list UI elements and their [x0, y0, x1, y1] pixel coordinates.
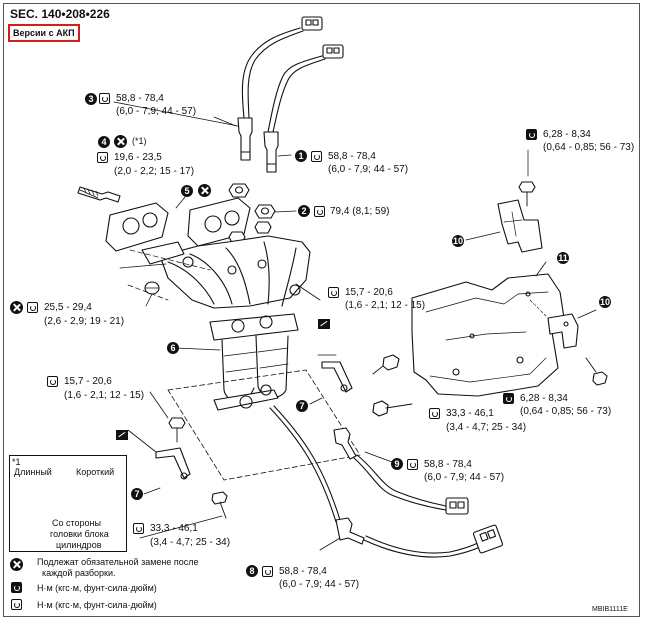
torque-sensor-9-units: (6,0 - 7,9; 44 - 57) [424, 472, 505, 483]
torque-nut-left-units: (2,6 - 2,9; 19 - 21) [44, 316, 125, 327]
torque-bolt-left-value: 15,7 - 20,6 [64, 376, 112, 387]
inset-side-text-2: головки блока [50, 529, 109, 539]
torque-sensor-8-value: 58,8 - 78,4 [279, 566, 327, 577]
inset-long-label: Длинный [14, 467, 52, 477]
torque-shield-bolt-units: (0,64 - 0,85; 56 - 73) [520, 406, 612, 417]
torque-wrench-icon [11, 582, 22, 593]
torque-bolt-left-units: (1,6 - 2,1; 12 - 15) [64, 390, 145, 401]
torque-wrench-icon [526, 129, 537, 140]
figure-code: MBIB1111E [592, 606, 628, 613]
torque-sensor-3-units: (6,0 - 7,9; 44 - 57) [116, 106, 197, 117]
callout-7-left: 7 [131, 488, 143, 500]
callout-8: 8 [246, 565, 258, 577]
heat-shield [411, 199, 597, 397]
leader-lines [79, 101, 321, 539]
torque-sensor-1-value: 58,8 - 78,4 [328, 151, 376, 162]
diagram-frame [3, 3, 640, 617]
callout-5: 5 [181, 185, 193, 197]
lower-brackets [143, 354, 353, 495]
exhaust-manifold [119, 235, 311, 309]
manifold-nuts [228, 183, 297, 244]
torque-sensor-8-units: (6,0 - 7,9; 44 - 57) [279, 579, 360, 590]
torque-wrench-icon [97, 152, 108, 163]
stud-note: (*1) [132, 136, 147, 146]
note-icon [116, 430, 128, 440]
torque-wrench-icon [311, 151, 322, 162]
torque-bolt-7-left-units: (3,4 - 4,7; 25 - 34) [150, 537, 231, 548]
upper-sensors [213, 16, 344, 173]
torque-wrench-icon [314, 206, 325, 217]
torque-sensor-1-units: (6,0 - 7,9; 44 - 57) [328, 164, 409, 175]
torque-nut-2-value: 79,4 (8,1; 59) [330, 206, 390, 217]
inset-marker: *1 [12, 457, 21, 467]
torque-wrench-icon [47, 376, 58, 387]
lower-sensors [269, 405, 504, 558]
torque-wrench-icon [503, 393, 514, 404]
torque-wrench-icon [27, 302, 38, 313]
torque-bolt-7-left-value: 33,3 - 46,1 [150, 523, 198, 534]
legend-replace-line-2: каждой разборки. [42, 568, 116, 578]
arrow-right-icon [10, 526, 14, 530]
legend-nm-a: Н·м (кгс·м, фунт-сила·дюйм) [37, 583, 157, 593]
torque-bracket-10-units: (0,64 - 0,85; 56 - 73) [543, 142, 635, 153]
stud-detail-inset [9, 455, 127, 552]
torque-wrench-icon [99, 93, 110, 104]
torque-bolt-center-units: (1,6 - 2,1; 12 - 15) [345, 300, 426, 311]
callout-6: 6 [167, 342, 179, 354]
torque-wrench-icon [262, 566, 273, 577]
callout-10-lower: 10 [599, 296, 611, 308]
variant-label: Версии с АКП [8, 24, 80, 42]
torque-sensor-9-value: 58,8 - 78,4 [424, 459, 472, 470]
x-circle-icon [10, 558, 23, 571]
torque-stud-4-value: 19,6 - 23,5 [114, 152, 162, 163]
torque-nut-left-value: 25,5 - 29,4 [44, 302, 92, 313]
torque-wrench-icon [407, 459, 418, 470]
torque-wrench-icon [328, 287, 339, 298]
x-circle-icon [10, 301, 23, 314]
inset-side-text-1: Со стороны [52, 518, 101, 528]
torque-shield-bolt-value: 6,28 - 8,34 [520, 393, 568, 404]
torque-wrench-icon [429, 408, 440, 419]
inset-short-label: Короткий [76, 467, 115, 477]
inset-side-text-3: цилиндров [56, 540, 102, 550]
torque-sensor-3-value: 58,8 - 78,4 [116, 93, 164, 104]
callout-2: 2 [298, 205, 310, 217]
torque-stud-4-units: (2,0 - 2,2; 15 - 17) [114, 166, 195, 177]
catalytic-converter [144, 281, 299, 411]
callout-9: 9 [391, 458, 403, 470]
x-circle-icon [198, 184, 211, 197]
bolts [168, 149, 608, 519]
legend-nm-b: Н·м (кгс·м, фунт-сила·дюйм) [37, 600, 157, 610]
legend-replace-line-1: Подлежат обязательной замене после [37, 557, 199, 567]
callout-7-right: 7 [296, 400, 308, 412]
callout-1: 1 [295, 150, 307, 162]
callout-10-upper: 10 [452, 235, 464, 247]
callout-3: 3 [85, 93, 97, 105]
note-icon [318, 319, 330, 329]
stud-and-gaskets [77, 186, 251, 252]
torque-bracket-10-value: 6,28 - 8,34 [543, 129, 591, 140]
torque-wrench-icon [11, 599, 22, 610]
x-circle-icon [114, 135, 127, 148]
section-number: SEC. 140•208•226 [10, 7, 110, 21]
callout-11: 11 [557, 252, 569, 264]
torque-wrench-icon [133, 523, 144, 534]
torque-bolt-center-value: 15,7 - 20,6 [345, 287, 393, 298]
torque-bolt-7-right-value: 33,3 - 46,1 [446, 408, 494, 419]
callout-4: 4 [98, 136, 110, 148]
torque-bolt-7-right-units: (3,4 - 4,7; 25 - 34) [446, 422, 527, 433]
